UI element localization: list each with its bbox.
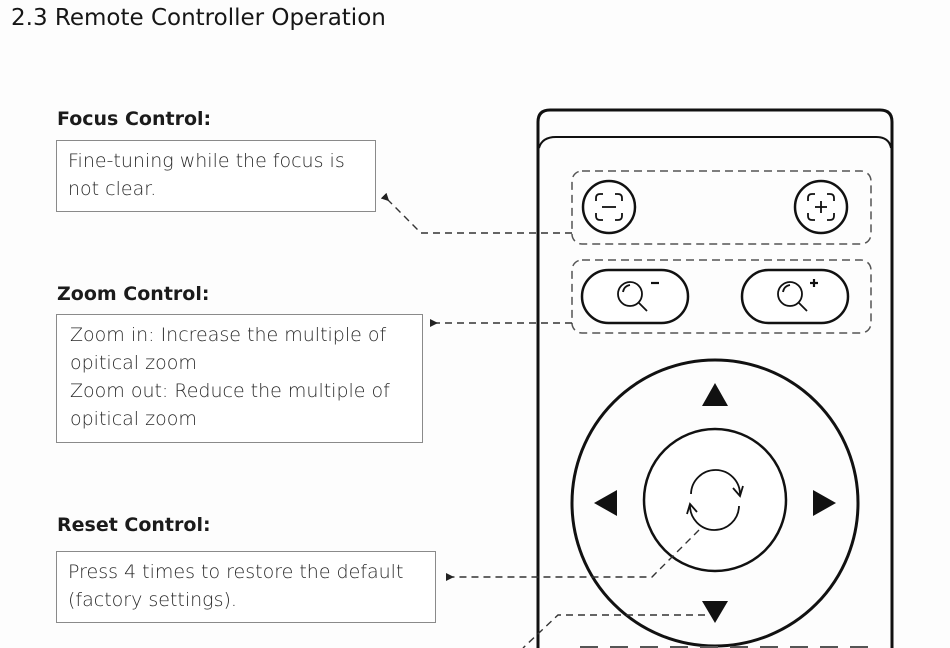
focus-plus-icon	[807, 193, 835, 221]
focus-minus-icon	[595, 193, 623, 221]
focus-control-description: Fine-tuning while the focus is not clear…	[56, 140, 376, 212]
arrow-down-button[interactable]	[702, 601, 728, 623]
focus-description-line: Fine-tuning while the focus is	[68, 150, 345, 172]
reset-description-line: (factory settings).	[68, 589, 237, 611]
focus-minus-button[interactable]	[581, 179, 637, 235]
reset-control-description: Press 4 times to restore the default (fa…	[56, 551, 436, 623]
zoom-control-description: Zoom in: Increase the multiple of opitic…	[56, 314, 423, 443]
reset-control-label: Reset Control:	[57, 514, 211, 536]
zoom-description-line: Zoom out: Reduce the multiple of	[70, 380, 390, 402]
arrow-left-button[interactable]	[594, 490, 617, 516]
arrow-up-button[interactable]	[702, 383, 728, 406]
focus-leader-line	[380, 192, 572, 234]
section-title: 2.3 Remote Controller Operation	[11, 5, 386, 31]
zoom-control-label: Zoom Control:	[57, 283, 210, 305]
reset-button[interactable]	[642, 427, 788, 573]
remote-body	[536, 108, 894, 648]
focus-control-label: Focus Control:	[57, 108, 212, 130]
reset-refresh-icon	[686, 469, 744, 531]
down-leader-line	[522, 614, 705, 648]
zoom-description-line: opitical zoom	[70, 408, 197, 430]
arrow-right-button[interactable]	[813, 490, 836, 516]
reset-description-line: Press 4 times to restore the default	[68, 561, 404, 583]
focus-plus-button[interactable]	[793, 179, 849, 235]
zoom-in-icon	[777, 279, 818, 312]
reset-leader-line	[446, 529, 700, 581]
zoom-out-button[interactable]	[580, 268, 690, 325]
zoom-out-icon	[617, 281, 659, 312]
zoom-in-button[interactable]	[740, 268, 850, 325]
zoom-description-line: Zoom in: Increase the multiple of	[70, 324, 387, 346]
focus-description-line: not clear.	[68, 178, 157, 200]
zoom-description-line: opitical zoom	[70, 352, 197, 374]
leader-lines	[380, 192, 705, 648]
